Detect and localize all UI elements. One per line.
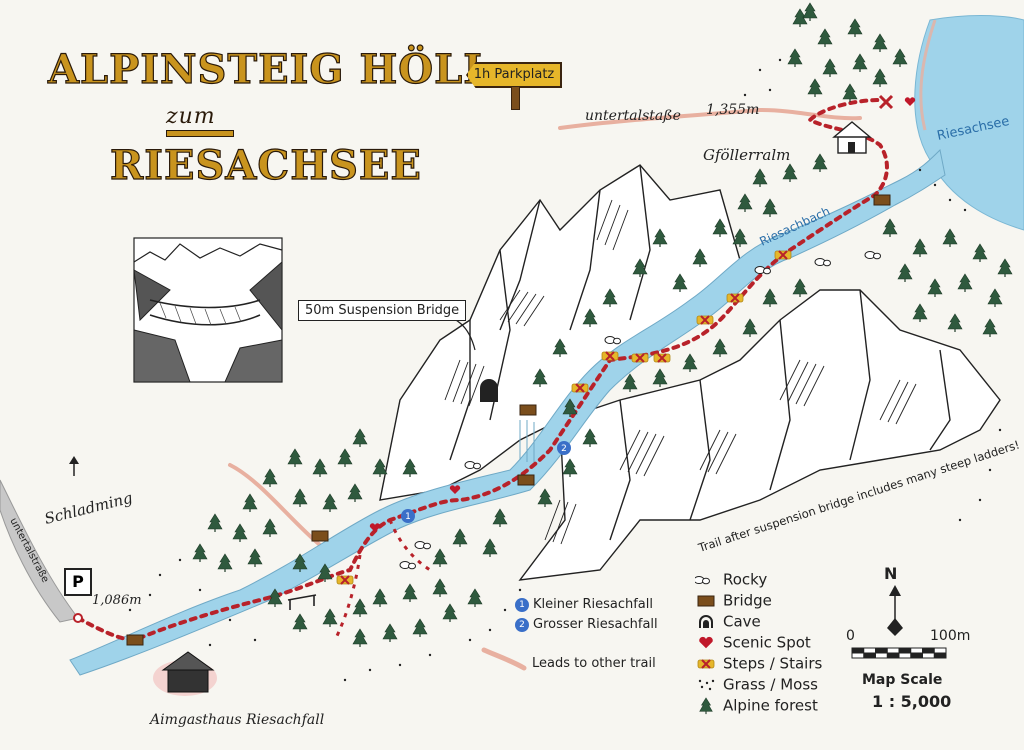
hut-bottom-label: Aimgasthaus Riesachfall [150,712,325,728]
compass-north: N [884,564,898,583]
bridge-icon [697,595,715,606]
road [0,479,79,623]
hut-top [832,121,872,154]
waterfall-marker-1: 1 [401,509,415,523]
parking-icon: P [64,568,92,596]
waterfall-name: Kleiner Riesachfall [533,597,653,612]
waterfall-number: 1 [515,597,529,612]
scale-bar [851,647,947,659]
legend-cave: Cave [695,612,822,633]
cave [480,379,498,402]
svg-text:2: 2 [561,444,567,454]
sign-post [511,86,520,110]
legend-label: Steps / Stairs [723,654,823,673]
legend-stairs: Steps / Stairs [695,654,822,675]
north-arrow [887,585,903,636]
bench [287,594,317,610]
heart-icon [699,636,713,648]
grass-dots [128,58,1002,682]
rock-icon [693,575,710,584]
other-trail-label: Leads to other trail [532,656,656,671]
stairs-icon [697,658,715,669]
tree-icon [699,696,713,715]
title-underline [166,130,234,137]
destination-marker [878,94,894,110]
suspension-bridge-sketch [133,237,283,383]
other-trail-left [228,463,322,547]
legend-label: Scenic Spot [723,633,811,652]
waterfall-list: 1 Kleiner Riesachfall 2 Grosser Riesachfal… [515,597,658,637]
legend-grass: Grass / Moss [695,675,822,696]
elevation-top: 1,355m [706,102,760,118]
legend-label: Grass / Moss [723,675,818,694]
cave-icon [699,614,713,628]
legend: Rocky Bridge Cave Scenic Spot Steps / St… [693,570,822,717]
title-line-3: RIESACHSEE [109,141,422,189]
river [69,148,946,676]
other-trail-top [558,107,862,130]
scale-max: 100m [930,628,971,644]
hut-top-label: Gföllerralm [703,146,791,164]
hut-bottom [153,651,217,696]
suspension-bridge-label: 50m Suspension Bridge [298,300,467,321]
title-line-1: ALPINSTEIG HÖLL [47,45,493,93]
legend-label: Bridge [723,591,772,610]
legend-label: Cave [723,612,761,631]
waterfall-item: 2 Grosser Riesachfall [515,617,658,637]
legend-forest: Alpine forest [695,696,822,717]
elevation-bottom: 1,086m [92,593,142,608]
legend-label: Rocky [723,570,768,589]
waterfall-number: 2 [515,617,529,632]
legend-bridge: Bridge [695,591,822,612]
grass-icon [698,679,715,690]
legend-scenic: Scenic Spot [695,633,822,654]
rock-hatching [444,199,917,545]
scale-title: Map Scale [862,672,943,688]
legend-rocky: Rocky [693,570,822,591]
waterfall-name: Grosser Riesachfall [533,617,658,632]
waterfall-item: 1 Kleiner Riesachfall [515,597,658,617]
scale-zero: 0 [846,628,855,644]
direction-arrow [69,456,79,476]
other-trail-swatch [481,647,527,671]
svg-text:1: 1 [405,512,411,522]
start-point [73,613,83,623]
legend-label: Alpine forest [723,696,818,715]
scale-ratio: 1 : 5,000 [872,692,952,711]
mountains [379,164,1001,581]
parking-sign: 1h Parkplatz [466,62,562,88]
waterfall-marker-2: 2 [557,441,571,455]
waterfall-streaks [519,420,535,462]
title-line-2: zum [166,104,216,129]
road-label-top: untertalstaße [585,108,681,124]
town-label: Schladming [43,489,135,528]
